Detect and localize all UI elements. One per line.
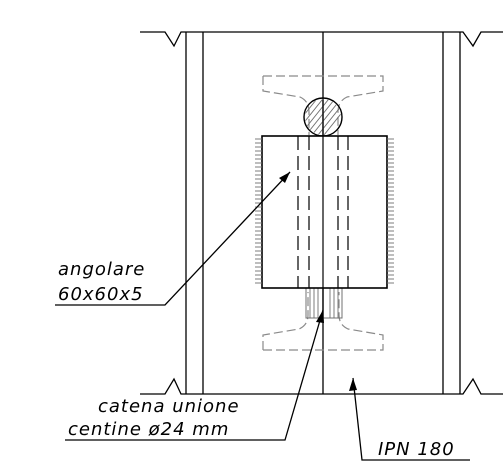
angle-label-line2: 60x60x5 bbox=[58, 284, 144, 305]
tie-rod-leader bbox=[65, 309, 324, 441]
tie-rod-label-line1: catena unione bbox=[98, 396, 240, 417]
tie-rod-hatch bbox=[305, 99, 341, 135]
top-break-line bbox=[140, 31, 503, 48]
angle-leader-arrow bbox=[279, 172, 290, 183]
rail-profiles-hidden bbox=[262, 75, 384, 351]
beam-leader bbox=[352, 377, 470, 461]
break-lines bbox=[140, 31, 503, 395]
leader-lines bbox=[55, 171, 470, 461]
bottom-break-line bbox=[140, 377, 503, 395]
rod-hidden-lines bbox=[297, 136, 349, 288]
angle-label-line1: angolare bbox=[58, 259, 145, 280]
beam-label: IPN 180 bbox=[378, 439, 455, 460]
top-rail-profile bbox=[262, 75, 384, 135]
tie-rod-section bbox=[303, 97, 343, 137]
angle-plate bbox=[261, 135, 388, 289]
beam-leader-arrow bbox=[349, 378, 357, 391]
tie-rod-label-line2: centine ø24 mm bbox=[68, 419, 229, 440]
rod-end-strip bbox=[305, 287, 343, 319]
weld-marks-right bbox=[387, 138, 394, 284]
tie-rod-leader-arrow bbox=[316, 310, 324, 323]
angle-leader bbox=[55, 171, 291, 306]
bottom-rail-profile bbox=[262, 292, 384, 351]
weld-marks-left bbox=[255, 138, 262, 284]
